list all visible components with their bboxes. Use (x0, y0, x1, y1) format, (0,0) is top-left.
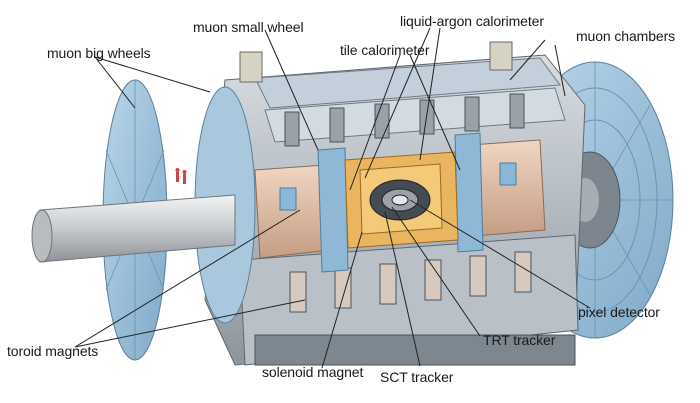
leader-lines (74, 27, 591, 369)
label-muon-big-wheels: muon big wheels (47, 45, 151, 61)
label-liquid-argon-calorimeter: liquid-argon calorimeter (400, 13, 544, 29)
label-muon-chambers: muon chambers (576, 28, 676, 44)
label-toroid-magnets: toroid magnets (7, 343, 99, 359)
label-trt-tracker: TRT tracker (483, 332, 556, 348)
beam-pipe (31, 194, 236, 263)
label-sct-tracker: SCT tracker (380, 369, 454, 385)
central-calorimeter (344, 151, 459, 249)
people-scale-figures (175, 168, 187, 184)
label-tile-calorimeter: tile calorimeter (340, 42, 430, 58)
muon-small-wheel-panels (317, 132, 484, 273)
endcap-calorimeters (254, 139, 546, 259)
label-muon-small-wheel: muon small wheel (193, 19, 304, 35)
label-solenoid-magnet: solenoid magnet (262, 364, 364, 380)
label-pixel-detector: pixel detector (578, 304, 660, 320)
